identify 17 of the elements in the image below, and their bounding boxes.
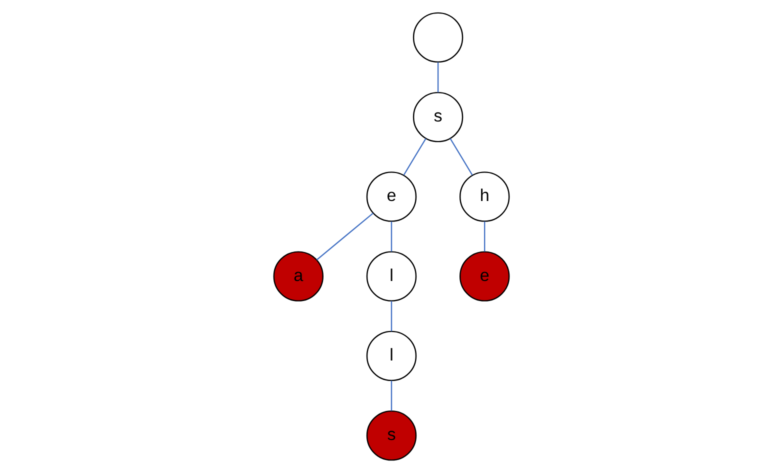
connector [436, 62, 438, 92]
connector [390, 301, 392, 332]
node-circle [412, 12, 463, 63]
connector [483, 221, 485, 252]
connector [316, 212, 373, 260]
node-circle: l [366, 330, 416, 382]
node-circle: a [272, 251, 324, 302]
connector [390, 380, 392, 411]
connector [449, 138, 472, 176]
node-circle: s [366, 410, 416, 461]
node-circle: e [458, 251, 510, 302]
node-circle: l [366, 251, 416, 302]
node-circle: e [366, 172, 416, 222]
node-circle: h [458, 172, 510, 222]
connector [390, 221, 392, 252]
connector [402, 138, 426, 176]
node-circle: s [412, 92, 463, 142]
